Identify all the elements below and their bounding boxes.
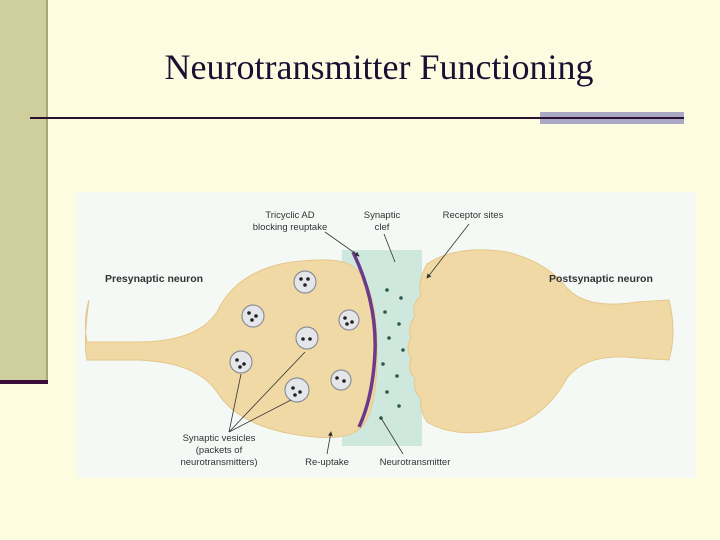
slide-title: Neurotransmitter Functioning — [164, 47, 594, 87]
left-accent-bar — [0, 0, 48, 382]
vesicle — [293, 270, 317, 294]
tricyclic-blocker — [351, 251, 377, 428]
vesicle — [338, 309, 360, 331]
label-postsynaptic: Postsynaptic neuron — [549, 273, 653, 285]
label-tricyclic-line2: blocking reuptake — [253, 222, 327, 233]
label-cleft-line1: Synaptic — [364, 210, 401, 221]
label-neurotransmitter: Neurotransmitter — [380, 457, 451, 468]
vesicle-contents — [235, 277, 354, 397]
label-reuptake: Re-uptake — [305, 457, 349, 468]
vesicle — [284, 377, 310, 403]
label-cleft-line2: clef — [375, 222, 390, 233]
synaptic-vesicles — [229, 270, 360, 403]
postsynaptic-neuron — [407, 249, 674, 434]
leader-lines — [228, 223, 470, 455]
synapse-diagram: Tricyclic AD blocking reuptake Synaptic … — [77, 192, 695, 478]
label-vesicles-line1: Synaptic vesicles — [183, 433, 256, 444]
vesicle — [330, 369, 352, 391]
vesicle — [295, 326, 319, 350]
label-vesicles-line3: neurotransmitters) — [180, 457, 257, 468]
label-tricyclic-line1: Tricyclic AD — [265, 210, 314, 221]
vesicle — [229, 350, 253, 374]
left-accent-bar-base — [0, 380, 48, 384]
title-underline-accent — [540, 112, 684, 124]
title-underline — [30, 117, 544, 119]
label-vesicles-line2: (packets of — [196, 445, 243, 456]
label-presynaptic: Presynaptic neuron — [105, 273, 203, 285]
label-receptor-sites: Receptor sites — [443, 210, 504, 221]
vesicle — [241, 304, 265, 328]
